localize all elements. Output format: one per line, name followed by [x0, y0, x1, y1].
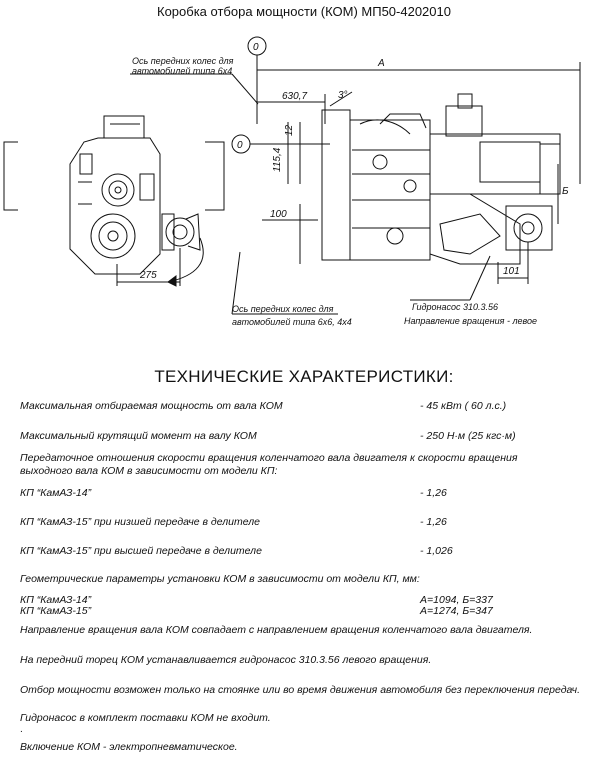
rotation-note: Направление вращения вала КОМ совпадает …	[20, 624, 533, 636]
geom-kp14-value: А=1094, Б=337	[420, 594, 493, 606]
max-torque-label: Максимальный крутящий момент на валу КОМ	[20, 430, 257, 442]
drawing-svg: Ось передних колес для автомобилей типа …	[3, 36, 581, 327]
supply-note: Гидронасос в комплект поставки КОМ не вх…	[20, 712, 271, 724]
max-torque-value: - 250 Н·м (25 кгс·м)	[420, 430, 516, 442]
kp14-value: - 1,26	[420, 487, 447, 499]
side-view-gearbox	[321, 93, 561, 265]
max-power-value: - 45 кВт ( 60 л.с.)	[420, 400, 507, 412]
max-power-label: Максимальная отбираемая мощность от вала…	[20, 400, 283, 412]
rotation-arrow-head	[167, 275, 177, 287]
kp15-high-value: - 1,026	[420, 545, 453, 557]
callout-6x6-line2: автомобилей типа 6х6, 4х4	[232, 317, 352, 327]
ratio-intro: Передаточное отношения скорости вращения…	[20, 452, 518, 477]
power-takeoff-note: Отбор мощности возможен только на стоянк…	[20, 684, 581, 696]
dim-630-label: 630,7	[282, 91, 307, 102]
geom-kp14-label: КП “КамАЗ-14”	[20, 594, 92, 606]
datum-left-label: 0	[237, 140, 243, 151]
dim-100-label: 100	[270, 209, 287, 220]
section-title: ТЕХНИЧЕСКИЕ ХАРАКТЕРИСТИКИ:	[154, 367, 454, 386]
dim-A-label: A	[377, 58, 385, 69]
technical-drawing: Ось передних колес для автомобилей типа …	[0, 24, 608, 360]
dim-B-label: Б	[562, 186, 569, 197]
kp14-label: КП “КамАЗ-14”	[20, 487, 92, 499]
right-bracket	[205, 141, 225, 211]
callout-6x4-line1: Ось передних колес для	[132, 56, 234, 66]
callout-6x6-line1: Ось передних колес для	[232, 304, 334, 314]
stray-dot: .	[20, 724, 23, 735]
pump-label-line2: Направление вращения - левое	[404, 316, 537, 326]
geom-intro: Геометрические параметры установки КОМ в…	[20, 573, 420, 585]
document-title: Коробка отбора мощности (КОМ) МП50-42020…	[157, 4, 451, 19]
pump-label-line1: Гидронасос 310.3.56	[412, 302, 498, 312]
front-view-gearbox	[69, 115, 201, 275]
kp15-low-value: - 1,26	[420, 516, 447, 528]
dim-275-label: 275	[139, 270, 157, 281]
kp15-high-label: КП “КамАЗ-15” при высшей передаче в дели…	[20, 545, 262, 557]
dim-115-label: 115,4	[272, 147, 283, 172]
dim-101-label: 101	[503, 266, 520, 277]
geom-kp15-value: А=1274, Б=347	[420, 605, 493, 617]
dim-3deg-label: 3°	[338, 90, 348, 101]
dim-12-label: 12	[284, 124, 295, 136]
left-bracket	[3, 141, 18, 211]
geom-kp15-label: КП “КамАЗ-15”	[20, 605, 92, 617]
datum-top-label: 0	[253, 42, 259, 53]
callout-6x4-line2: автомобилей типа 6х4	[132, 66, 232, 76]
kp15-low-label: КП “КамАЗ-15” при низшей передаче в дели…	[20, 516, 260, 528]
pump-note: На передний торец КОМ устанавливается ги…	[20, 654, 432, 666]
engagement-note: Включение КОМ - электропневматическое.	[20, 741, 238, 753]
